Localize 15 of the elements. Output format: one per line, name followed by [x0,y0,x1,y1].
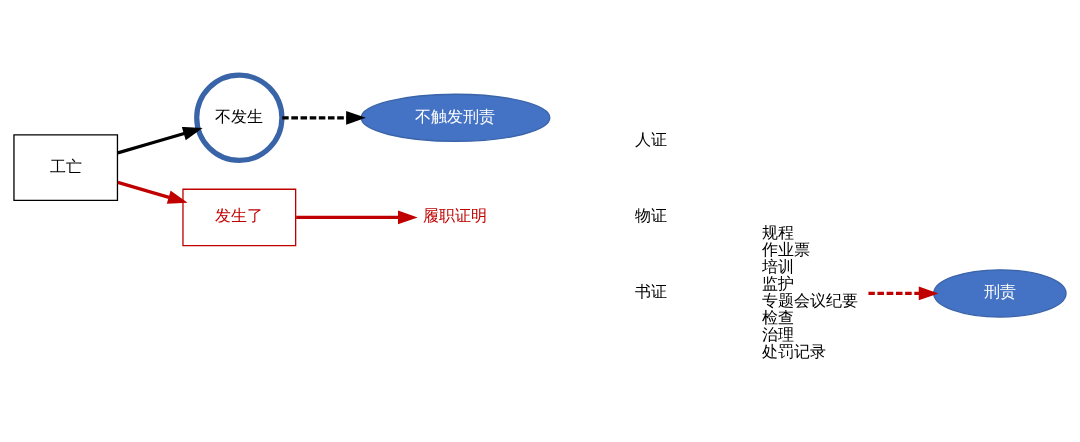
node-box: 工亡 [13,134,119,201]
node-ellipse: 刑责 [933,269,1067,318]
label: 书证 [634,282,667,302]
node-text: 履职证明 [423,206,488,226]
label: 人证 [634,130,667,150]
label: 物证 [634,206,667,226]
arrow [282,110,366,125]
arrow [296,210,418,225]
arrow [117,180,188,204]
arrow [117,127,203,155]
node-ellipse: 不触发刑责 [360,93,551,143]
node-text: 规程 作业票 培训 监护 专题会议纪要 检查 治理 处罚记录 [762,222,859,362]
node-box: 发生了 [182,188,297,247]
node-circle: 不发生 [194,72,285,163]
arrow [868,286,939,301]
